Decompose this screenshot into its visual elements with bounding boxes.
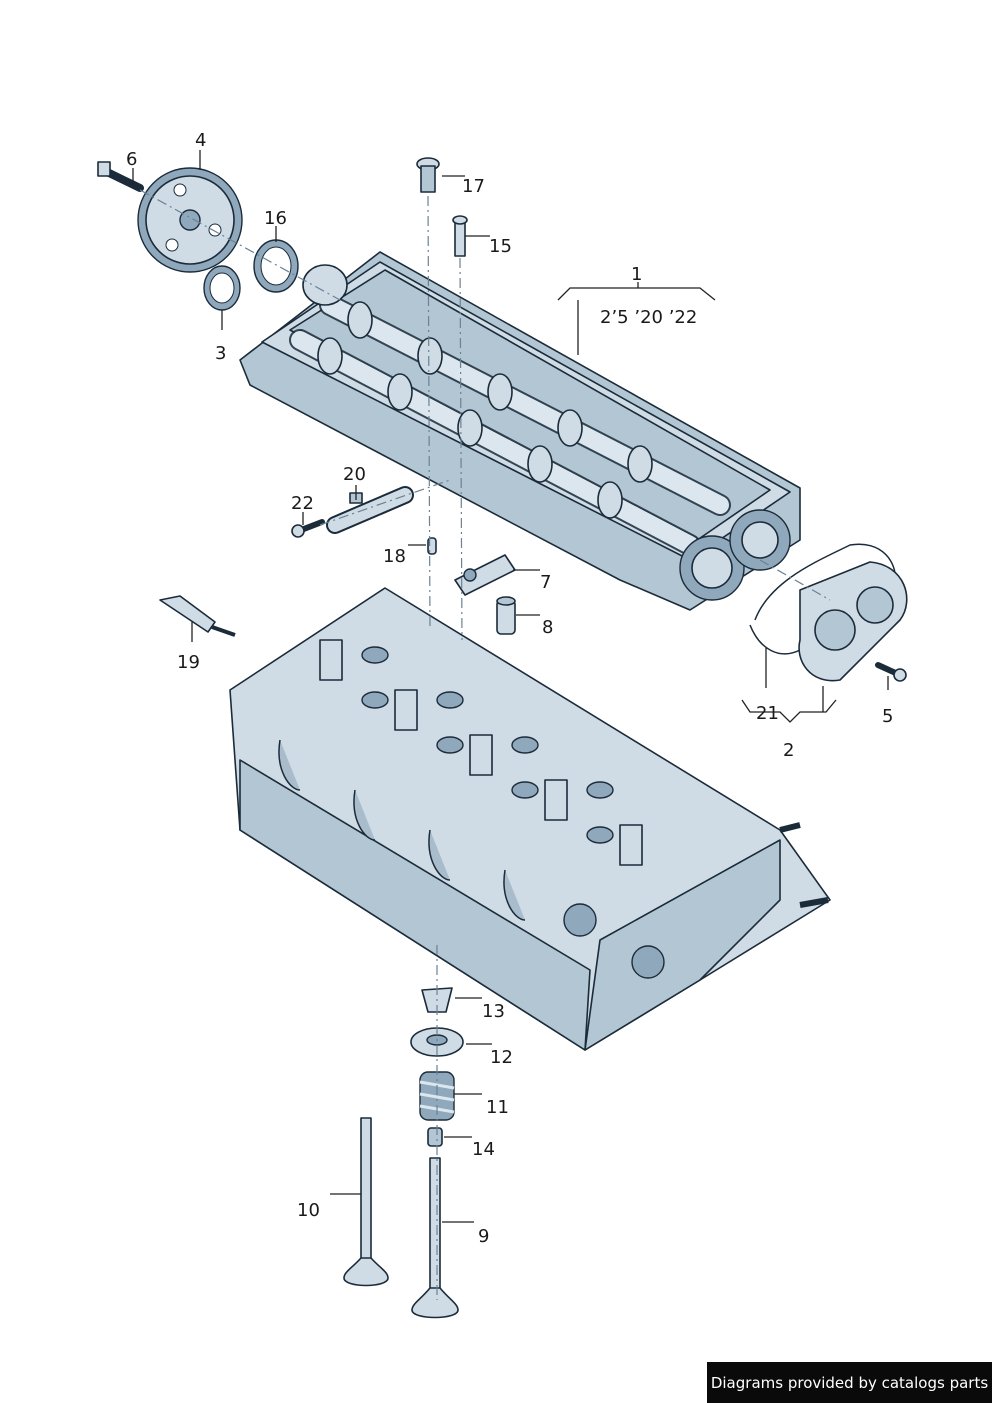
callout-22: 22 [291, 493, 314, 514]
roller-rocker-arm [454, 554, 516, 596]
sealant-tube [159, 595, 236, 637]
valve-guides [319, 639, 643, 866]
spring-retainer [410, 1027, 464, 1057]
footer-credit: Diagrams provided by catalogs parts [707, 1362, 992, 1403]
seal-ring-large [253, 239, 299, 293]
callout-3: 3 [215, 343, 227, 364]
callout-19: 19 [177, 652, 200, 673]
exhaust-valve [411, 1157, 459, 1319]
camshaft-sensor [326, 486, 414, 534]
callout-16: 16 [264, 208, 287, 229]
plug-screw [416, 157, 440, 193]
callout-1: 1 [631, 264, 643, 285]
intake-valve [343, 1117, 389, 1287]
callout-13: 13 [482, 1001, 505, 1022]
callout-18: 18 [383, 546, 406, 567]
callout-2: 2 [783, 740, 795, 761]
valve-seat-holes [361, 646, 614, 844]
callout-6: 6 [126, 149, 138, 170]
callout-10: 10 [297, 1200, 320, 1221]
valve-stem-seal [427, 1127, 443, 1147]
alignment-axes [139, 189, 831, 1300]
cover-bolt [875, 662, 907, 682]
callout-14: 14 [472, 1139, 495, 1160]
cylinder-head [229, 587, 831, 1051]
leader-lines [132, 150, 889, 1223]
callout-8: 8 [542, 617, 554, 638]
rear-cover-plate [749, 543, 908, 682]
camshaft-upper [319, 294, 731, 516]
hydraulic-lifter [496, 596, 516, 635]
cam-sprockets [679, 509, 791, 601]
callout-21: 21 [756, 703, 779, 724]
callout-11: 11 [486, 1097, 509, 1118]
camshaft-lower [289, 329, 701, 556]
sprocket-gear [137, 167, 243, 273]
callout-17: 17 [462, 176, 485, 197]
side-ports [278, 739, 526, 921]
callout-7: 7 [540, 572, 552, 593]
seal-ring-small [203, 265, 241, 311]
callout-9: 9 [478, 1226, 490, 1247]
callout-12: 12 [490, 1047, 513, 1068]
sensor-bolt [291, 519, 325, 538]
callout-20: 20 [343, 464, 366, 485]
callout-4: 4 [195, 130, 207, 151]
callout-1-codes: 2’5 ’20 ’22 [600, 307, 698, 328]
callout-15: 15 [489, 236, 512, 257]
callout-5: 5 [882, 706, 894, 727]
sprocket-bolt [97, 161, 144, 192]
camshaft-housing [239, 251, 801, 611]
cam-lobes [317, 301, 653, 519]
housing-bolt [452, 215, 468, 257]
